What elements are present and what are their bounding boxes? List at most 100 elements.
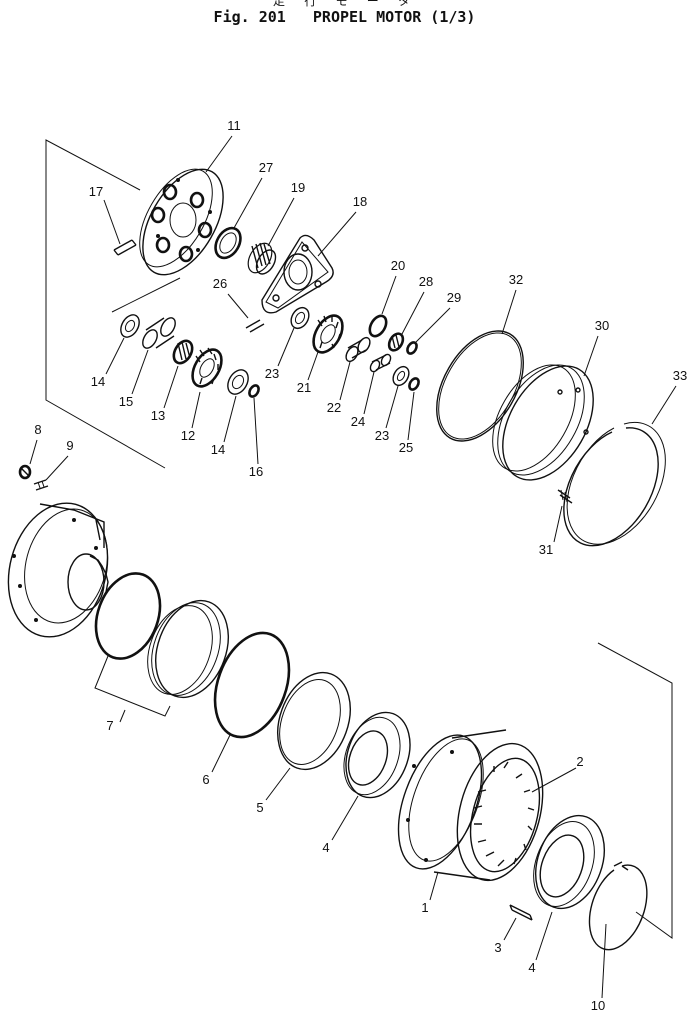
figure-name: PROPEL MOTOR <box>312 8 422 26</box>
leader-line <box>119 709 126 723</box>
callout-number: 1 <box>421 900 428 915</box>
callout-number: 2 <box>576 754 583 769</box>
callout-number: 13 <box>151 408 165 423</box>
leader-line <box>553 505 563 543</box>
pin-17-part <box>113 239 137 256</box>
leader-line <box>163 365 179 409</box>
leader-line <box>227 293 249 319</box>
leader-line <box>331 795 359 841</box>
thrust-washer-14a-part <box>120 314 140 338</box>
snap-ring-10-part <box>588 861 648 951</box>
leader-line <box>211 734 231 773</box>
leader-line <box>429 871 439 901</box>
leader-line <box>307 351 319 381</box>
callout-number: 4 <box>322 840 329 855</box>
plug-8-part <box>18 464 32 480</box>
leader-line <box>267 197 295 247</box>
leader-line <box>501 289 517 335</box>
leader-line <box>105 337 125 375</box>
callout-number: 29 <box>447 290 461 305</box>
bearing-4a-part <box>343 711 411 799</box>
assembly-bracket-left <box>45 139 181 469</box>
leader-line <box>277 327 295 367</box>
leader-line <box>103 199 121 245</box>
callout-number: 24 <box>351 414 365 429</box>
retaining-ring-16-part <box>248 384 260 398</box>
spacer-24-part <box>369 353 392 373</box>
leader-line <box>253 397 259 465</box>
callout-number: 14 <box>211 442 225 457</box>
leader-line <box>29 439 38 465</box>
callout-number: 32 <box>509 272 523 287</box>
leader-line <box>651 385 677 425</box>
leader-line <box>265 767 291 801</box>
carrier-plate-18-part <box>261 234 334 314</box>
callout-number: 23 <box>375 428 389 443</box>
callout-number: 31 <box>539 542 553 557</box>
leader-line <box>583 335 599 377</box>
leader-line <box>223 395 237 443</box>
callout-number: 11 <box>227 118 241 133</box>
bearing-28-part <box>387 332 405 352</box>
cover-30-part <box>492 364 594 481</box>
ring-25-part <box>408 377 420 391</box>
leader-line <box>415 307 451 343</box>
callout-number: 33 <box>673 368 687 383</box>
callout-number: 25 <box>399 440 413 455</box>
callout-number: 22 <box>327 400 341 415</box>
callout-number: 5 <box>256 800 263 815</box>
o-ring-32-part <box>436 330 524 442</box>
washer-23a-part <box>290 306 310 330</box>
callout-number: 18 <box>353 194 367 209</box>
leader-line <box>601 923 607 999</box>
leader-line <box>191 391 201 429</box>
sun-gear-19-part <box>247 242 277 275</box>
leader-line <box>381 275 397 315</box>
japanese-title: 走 行 モ ー タ <box>273 0 416 8</box>
snap-ring-33-part <box>563 421 666 547</box>
bearing-4b-part <box>533 814 605 910</box>
motor-body-part <box>7 502 109 638</box>
callout-number: 20 <box>391 258 405 273</box>
needle-bearing-13-part <box>172 339 194 365</box>
leader-line <box>339 361 351 401</box>
callout-number: 21 <box>297 380 311 395</box>
figure-title: Fig. 201 PROPEL MOTOR (1/3) <box>0 8 689 26</box>
callout-number: 10 <box>591 998 605 1013</box>
leader-line <box>45 455 69 481</box>
leader-line <box>531 767 577 793</box>
callout-number: 4 <box>528 960 535 975</box>
thrust-washer-14b-part <box>227 369 249 395</box>
callout-number: 17 <box>89 184 103 199</box>
spacer-15-part <box>142 317 176 349</box>
ring-29-part <box>406 341 418 355</box>
carrier-part <box>139 168 224 276</box>
fitting-9-part <box>33 479 49 491</box>
assembly-bracket-seal <box>94 655 171 717</box>
leader-line <box>317 211 357 257</box>
seal-ring-5-part <box>277 671 351 771</box>
spacer-22-part <box>345 336 371 363</box>
ring-27-part <box>214 226 242 260</box>
callout-number: 16 <box>249 464 263 479</box>
o-ring-6-part <box>213 631 291 739</box>
planet-gear-12-part <box>191 347 223 388</box>
callout-number: 7 <box>106 718 113 733</box>
leader-line <box>407 391 415 441</box>
callout-number: 26 <box>213 276 227 291</box>
callout-number: 6 <box>202 772 209 787</box>
motor-housing-1-part <box>397 729 544 882</box>
leader-line <box>131 349 149 395</box>
ring-gear-2-part <box>469 757 541 873</box>
callout-number: 23 <box>265 366 279 381</box>
callout-number: 8 <box>34 422 41 437</box>
dowel-pin-3-part <box>509 904 533 921</box>
leader-line <box>385 385 399 429</box>
leader-line <box>503 917 517 941</box>
callout-number: 28 <box>419 274 433 289</box>
callout-number: 12 <box>181 428 195 443</box>
callout-number: 9 <box>66 438 73 453</box>
ring-20-part <box>368 314 388 338</box>
